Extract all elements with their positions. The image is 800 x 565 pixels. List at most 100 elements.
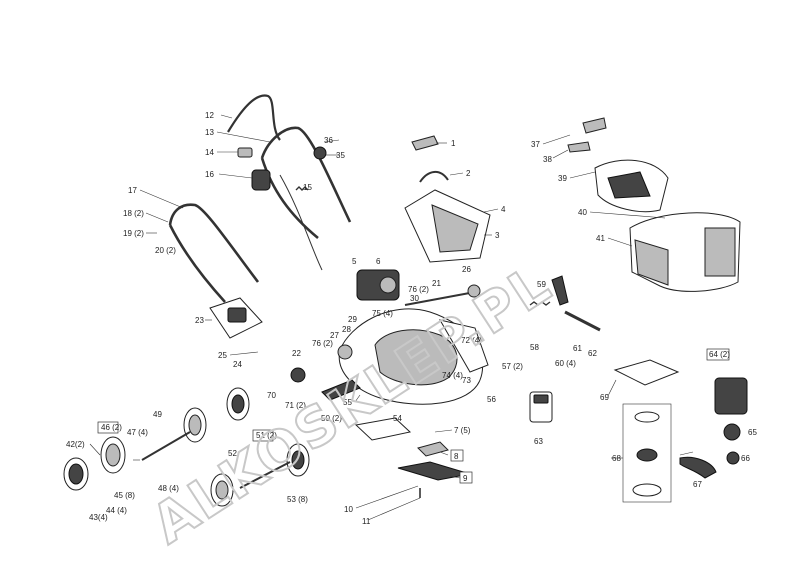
part-6-bearing (379, 276, 397, 294)
part-69-plate (613, 359, 680, 386)
label-30: 30 (410, 294, 419, 303)
label-24: 24 (233, 360, 242, 369)
part-9-blade (397, 461, 471, 481)
part-13-handle (260, 126, 352, 223)
label-box-8 (450, 449, 464, 462)
part-36-knob (313, 146, 327, 160)
label-27: 27 (330, 331, 339, 340)
part-68-kit-box (622, 403, 672, 503)
label-16: 16 (205, 170, 214, 179)
part-66-pulley (726, 451, 740, 465)
label-7: 7 (5) (454, 426, 471, 435)
part-14-switch (237, 147, 253, 158)
label-36: 36 (324, 136, 333, 145)
label-20: 20 (2) (155, 246, 176, 255)
label-23: 23 (195, 316, 204, 325)
part-50-wheel (226, 387, 250, 421)
label-28: 28 (342, 325, 351, 334)
label-13: 13 (205, 128, 214, 137)
part-46-wheel (100, 436, 126, 474)
label-67: 67 (693, 480, 702, 489)
label-21: 21 (432, 279, 441, 288)
label-47: 47 (4) (127, 428, 148, 437)
label-70: 70 (267, 391, 276, 400)
part-62-bar (564, 310, 601, 332)
label-box-51 (252, 429, 274, 442)
label-54: 54 (393, 414, 402, 423)
label-61: 61 (573, 344, 582, 353)
part-63-battery-top (533, 394, 549, 404)
label-50: 50 (2) (321, 414, 342, 423)
label-43: 43(4) (89, 513, 108, 522)
label-66: 66 (741, 454, 750, 463)
label-box-64 (706, 348, 730, 361)
part-17-lower-handle-left (168, 224, 226, 303)
part-26-pulley (467, 284, 481, 298)
label-46: 46 (2) (101, 423, 122, 432)
part-48-wheel (183, 407, 207, 443)
part-8-insert (417, 441, 449, 457)
label-58: 58 (530, 343, 539, 352)
label-8: 8 (454, 452, 459, 461)
part-51-wheel (286, 443, 310, 477)
part-2-handle (419, 171, 449, 183)
label-52: 52 (228, 449, 237, 458)
part-21-shaft (404, 291, 476, 306)
part-16-switch-box (251, 169, 271, 191)
label-2: 2 (466, 169, 471, 178)
label-68: 68 (612, 454, 621, 463)
label-62: 62 (588, 349, 597, 358)
part-12-upper-handle (227, 94, 281, 141)
part-68-gear (636, 448, 658, 462)
label-44: 44 (4) (106, 506, 127, 515)
label-15: 15 (303, 183, 312, 192)
label-76a: 76 (2) (312, 339, 333, 348)
label-56: 56 (487, 395, 496, 404)
part-68-ring (634, 411, 660, 423)
label-40: 40 (578, 208, 587, 217)
part-3-grass-box-mesh (431, 204, 479, 253)
label-73: 73 (462, 376, 471, 385)
label-57: 57 (2) (502, 362, 523, 371)
part-65-gear (723, 423, 741, 441)
label-76b: 76 (2) (408, 285, 429, 294)
label-45: 45 (8) (114, 491, 135, 500)
part-27-bearing (337, 344, 353, 360)
part-55-deck-inner (374, 329, 458, 386)
part-17-lower-handle (168, 203, 260, 283)
part-68-base (632, 483, 662, 497)
part-53-axle (239, 461, 291, 489)
label-63: 63 (534, 437, 543, 446)
leader-lines (89, 114, 694, 521)
label-17: 17 (128, 186, 137, 195)
label-4: 4 (501, 205, 506, 214)
label-5: 5 (352, 257, 357, 266)
part-41-mesh-right (704, 227, 736, 277)
label-25: 25 (218, 351, 227, 360)
part-cable (279, 174, 323, 271)
label-box-9 (459, 471, 473, 484)
label-38: 38 (543, 155, 552, 164)
part-labels: 1 2 3 4 5 6 7 (5) 8 9 10 11 12 13 14 15 … (66, 111, 757, 526)
part-13-handle-left (260, 157, 319, 240)
part-41-mesh-left (634, 239, 669, 286)
label-11: 11 (362, 517, 371, 526)
label-69: 69 (600, 393, 609, 402)
part-56-rear-cover (438, 319, 489, 373)
label-1: 1 (451, 139, 456, 148)
part-38-latch (567, 141, 591, 153)
label-26: 26 (462, 265, 471, 274)
label-65: 65 (748, 428, 757, 437)
label-64: 64 (2) (709, 350, 730, 359)
label-9: 9 (463, 474, 468, 483)
label-3: 3 (495, 231, 500, 240)
part-58-spring (529, 301, 551, 306)
label-48: 48 (4) (158, 484, 179, 493)
part-42-rear-wheel (63, 457, 89, 491)
part-70-plate (321, 379, 361, 401)
part-67-belt (679, 456, 717, 479)
label-42: 42(2) (66, 440, 85, 449)
part-49-axle (141, 431, 191, 461)
part-15-spring (295, 186, 309, 191)
